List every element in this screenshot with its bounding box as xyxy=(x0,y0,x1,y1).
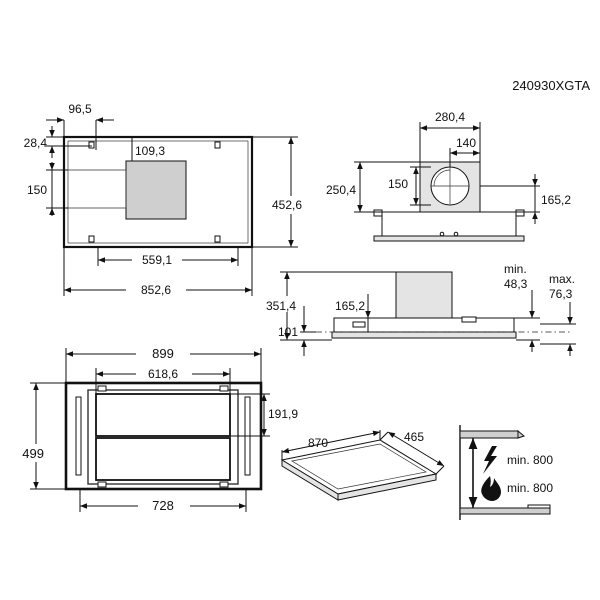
top-view-motor-block xyxy=(125,160,187,220)
gas-flame-icon xyxy=(481,476,501,501)
dim-465: 465 xyxy=(404,430,424,444)
dim-280-4: 280,4 xyxy=(435,110,465,124)
side-view: 280,4 140 250,4 150 165,2 xyxy=(326,110,571,242)
front-max-value: 76,3 xyxy=(549,287,573,301)
dim-870: 870 xyxy=(308,436,328,450)
dim-191-9: 191,9 xyxy=(268,407,298,421)
front-view-motor-housing xyxy=(395,271,453,319)
dim-165-2-side: 165,2 xyxy=(541,193,571,207)
dim-728: 728 xyxy=(152,498,174,513)
dim-101: 101 xyxy=(278,325,298,339)
dim-618-6: 618,6 xyxy=(148,367,178,381)
dim-499: 499 xyxy=(22,446,44,461)
bottom-view-frame xyxy=(87,389,239,485)
clearance-gas-label: min. 800 xyxy=(507,481,553,495)
front-min-label: min. xyxy=(504,262,527,276)
dim-150-top: 150 xyxy=(27,183,47,197)
dim-150-side: 150 xyxy=(388,177,408,191)
side-view-filter xyxy=(373,235,525,242)
bottom-view-panel-upper xyxy=(95,393,231,437)
dim-899: 899 xyxy=(152,346,174,361)
dim-96-5: 96,5 xyxy=(68,102,92,116)
front-max-label: max. xyxy=(549,272,575,286)
clearance-hood xyxy=(459,430,519,439)
dim-351-4: 351,4 xyxy=(266,299,296,313)
dim-109-3: 109,3 xyxy=(135,144,165,158)
bottom-view-panel-lower xyxy=(95,437,231,481)
dim-28-4: 28,4 xyxy=(24,136,48,150)
iso-side-face xyxy=(337,473,437,501)
side-view-body xyxy=(381,211,517,237)
dim-852-6: 852,6 xyxy=(141,283,171,297)
clearance-electric-label: min. 800 xyxy=(507,453,553,467)
top-view-outline xyxy=(62,135,254,249)
clearance-diagram: min. 800 min. 800 xyxy=(459,425,553,520)
dim-140: 140 xyxy=(456,136,476,150)
top-view-inner-outline xyxy=(67,140,249,244)
model-code: 240930XGTA xyxy=(512,78,590,93)
dim-559-1: 559,1 xyxy=(142,253,172,267)
bottom-view: 899 618,6 499 191,9 728 xyxy=(22,346,298,513)
iso-view: 870 465 xyxy=(280,430,445,501)
clearance-hood-edge xyxy=(517,429,526,439)
front-view: 351,4 165,2 101 min. 48,3 max. 76,3 xyxy=(266,262,576,356)
dim-250-4: 250,4 xyxy=(326,183,356,197)
dim-165-2-front: 165,2 xyxy=(335,299,365,313)
top-view: 96,5 28,4 109,3 150 452,6 559,1 xyxy=(24,102,303,297)
dim-452-6: 452,6 xyxy=(272,198,302,212)
front-view-filter xyxy=(331,331,517,339)
clearance-hob xyxy=(459,507,551,515)
front-min-value: 48,3 xyxy=(504,277,528,291)
electric-icon xyxy=(483,446,497,474)
